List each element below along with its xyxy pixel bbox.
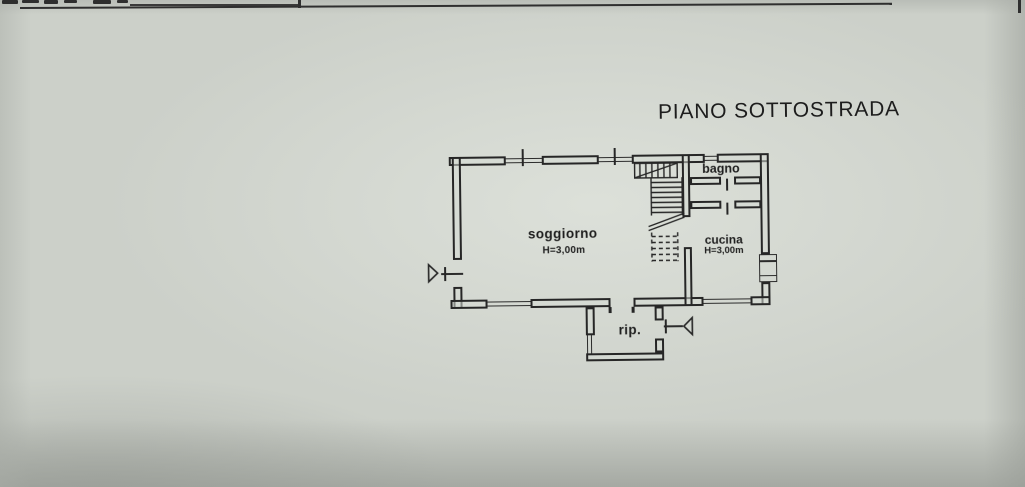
page-title: PIANO SOTTOSTRADA — [657, 97, 901, 124]
wall — [586, 352, 665, 362]
wall — [654, 338, 665, 353]
wall — [450, 299, 488, 310]
wall — [690, 200, 722, 210]
room-label-rip: rip. — [618, 322, 642, 338]
sheet-edge-mark — [1018, 0, 1021, 13]
wall — [451, 156, 462, 260]
window-mullion — [521, 149, 524, 167]
truncated-text-mark — [64, 0, 77, 3]
truncated-text-mark — [117, 0, 128, 3]
wall — [733, 176, 762, 185]
door-swing-icon — [427, 262, 439, 284]
window-icon — [758, 254, 778, 283]
door-jamb-tick — [444, 267, 447, 282]
window-icon — [703, 298, 751, 304]
door-swing-icon — [682, 315, 694, 337]
wall — [654, 306, 664, 321]
wall — [633, 296, 704, 307]
header-column-divider — [298, 0, 301, 8]
window-icon — [704, 155, 717, 161]
truncated-text-mark — [22, 0, 39, 3]
wall — [689, 176, 722, 186]
floor-plan: soggiorno H=3,00m bagno cucina H=3,00m r… — [427, 143, 792, 377]
door-jamb-tick — [664, 319, 667, 334]
door-leaf-tick — [726, 202, 729, 215]
wall — [541, 155, 599, 165]
wall-end-cap — [608, 307, 612, 314]
room-height-cucina: H=3,00m — [704, 244, 744, 257]
window-mullion — [613, 147, 616, 166]
wall — [585, 307, 595, 336]
truncated-text-mark — [2, 0, 18, 4]
stairs-icon — [633, 162, 685, 262]
window-icon — [487, 301, 531, 307]
wall — [683, 247, 693, 307]
wall-end-cap — [631, 306, 635, 313]
truncated-text-mark — [44, 0, 58, 4]
wall — [734, 200, 762, 209]
window-icon — [586, 335, 593, 354]
truncated-text-mark — [93, 0, 111, 4]
room-label-bagno: bagno — [702, 161, 740, 176]
wall — [750, 296, 771, 306]
room-height-soggiorno: H=3,00m — [542, 244, 586, 257]
wall — [530, 298, 611, 309]
room-label-soggiorno: soggiorno — [527, 225, 598, 242]
door-leaf-tick — [726, 178, 729, 191]
header-rule-thin — [130, 4, 298, 6]
